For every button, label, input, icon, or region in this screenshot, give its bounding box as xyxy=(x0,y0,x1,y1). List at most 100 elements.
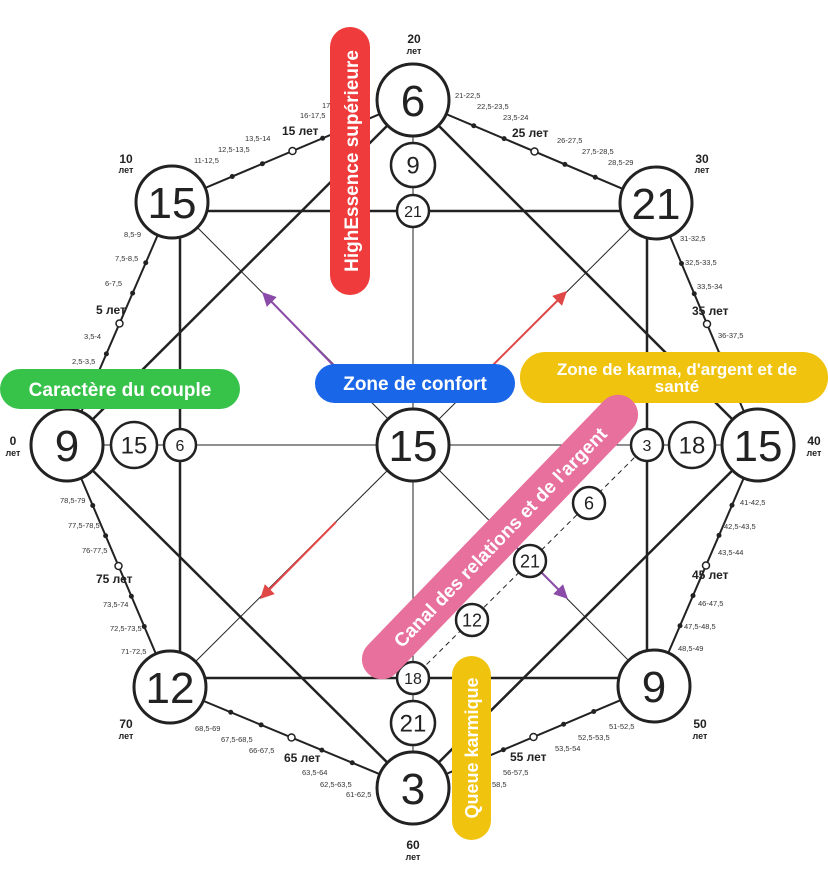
age-dot xyxy=(103,351,109,357)
age-range: 67,5-68,5 xyxy=(221,735,253,744)
number-value: 3 xyxy=(401,765,425,814)
age-30-unit: лет xyxy=(695,165,710,175)
number-value: 3 xyxy=(643,438,652,455)
number-circle-left-2: 15 xyxy=(109,420,159,470)
age-range: 46-47,5 xyxy=(698,599,723,608)
age-dot xyxy=(702,319,712,329)
age-dot xyxy=(561,721,567,727)
age-range: 21-22,5 xyxy=(455,91,480,100)
age-25-years: 25 лет xyxy=(512,126,549,140)
age-dot xyxy=(690,593,696,599)
number-value: 6 xyxy=(176,438,185,455)
age-range: 43,5-44 xyxy=(718,548,743,557)
age-65-years: 65 лет xyxy=(284,751,321,765)
age-range: 63,5-64 xyxy=(302,768,327,777)
number-circle-center: 15 xyxy=(375,407,451,483)
age-range: 28,5-29 xyxy=(608,158,633,167)
number-value: 21 xyxy=(404,204,422,221)
number-circle-bottom: 3 xyxy=(375,750,451,826)
higher-essence-text: HighEssence supérieure xyxy=(342,50,363,272)
age-range: 73,5-74 xyxy=(103,600,128,609)
age-range: 32,5-33,5 xyxy=(685,258,717,267)
age-range: 56-57,5 xyxy=(503,768,528,777)
age-range: 47,5-48,5 xyxy=(684,622,716,631)
number-value: 18 xyxy=(679,433,706,460)
age-range: 48,5-49 xyxy=(678,644,703,653)
number-value: 21 xyxy=(400,711,427,738)
comfort-zone-text: Zone de confort xyxy=(343,374,487,395)
karma-zone-text-2: santé xyxy=(655,377,699,396)
age-30: 30 xyxy=(695,152,709,166)
age-range: 16-17,5 xyxy=(300,111,325,120)
number-value: 15 xyxy=(389,422,438,471)
age-dot xyxy=(471,123,477,129)
age-60: 60 xyxy=(406,838,420,852)
age-5-years: 5 лет xyxy=(96,303,126,317)
age-range: 8,5-9 xyxy=(124,230,141,239)
number-circle-bottom-3: 18 xyxy=(395,660,431,696)
age-dot xyxy=(529,732,538,742)
age-range: 3,5-4 xyxy=(84,332,101,341)
age-range: 13,5-14 xyxy=(245,134,270,143)
purple-arrow-upleft xyxy=(262,291,336,368)
number-value: 9 xyxy=(406,153,419,180)
number-circle-channel-3: 12 xyxy=(454,602,490,638)
age-range: 76-77,5 xyxy=(82,546,107,555)
number-value: 21 xyxy=(520,551,540,571)
age-range: 52,5-53,5 xyxy=(578,733,610,742)
age-dot xyxy=(591,709,597,714)
age-dot xyxy=(530,147,539,156)
age-range: 2,5-3,5 xyxy=(72,357,95,366)
age-range: 41-42,5 xyxy=(740,498,765,507)
age-range: 23,5-24 xyxy=(503,113,528,122)
age-70-unit: лет xyxy=(119,731,134,741)
age-dot xyxy=(259,161,265,167)
age-dot xyxy=(90,503,96,508)
age-range: 58,5 xyxy=(492,780,507,789)
age-dot xyxy=(562,161,568,167)
age-range: 22,5-23,5 xyxy=(477,102,509,111)
age-range: 78,5-79 xyxy=(60,496,85,505)
age-range: 36-37,5 xyxy=(718,331,743,340)
age-range: 51-52,5 xyxy=(609,722,634,731)
age-dot xyxy=(115,319,124,328)
age-dot xyxy=(143,260,149,266)
age-range: 72,5-73,5 xyxy=(110,624,142,633)
age-dot xyxy=(130,290,136,296)
age-70: 70 xyxy=(119,717,133,731)
age-range: 6-7,5 xyxy=(105,279,122,288)
number-value: 6 xyxy=(584,493,594,513)
age-labels: 20 лет 30 лет 10 лет 0 лет 40 лет 70 лет… xyxy=(6,32,822,862)
age-dot xyxy=(229,174,235,179)
number-value: 15 xyxy=(734,422,783,471)
age-10-unit: лет xyxy=(119,165,134,175)
age-range: 33,5-34 xyxy=(697,282,722,291)
age-dot xyxy=(320,135,326,141)
label-couple-character: Caractère du couple xyxy=(0,369,240,409)
number-circle-left-3: 6 xyxy=(162,427,198,463)
age-range: 7,5-8,5 xyxy=(115,254,138,263)
number-circle-top-left: 15 xyxy=(134,164,210,240)
age-dot xyxy=(729,502,735,508)
age-range: 68,5-69 xyxy=(195,724,220,733)
age-dot xyxy=(288,146,297,156)
number-circle-left: 9 xyxy=(29,407,105,483)
number-circle-right: 15 xyxy=(720,407,796,483)
age-dot xyxy=(716,532,722,538)
label-karmic-tail: Queue karmique xyxy=(452,656,491,840)
number-circle-top-2: 9 xyxy=(389,141,437,189)
age-dot xyxy=(228,709,234,715)
age-40: 40 xyxy=(807,434,821,448)
number-value: 9 xyxy=(55,422,79,471)
age-range: 17 xyxy=(322,101,330,110)
age-dot xyxy=(701,561,711,570)
number-circle-top: 6 xyxy=(375,62,451,138)
age-range: 27,5-28,5 xyxy=(582,147,614,156)
couple-character-text: Caractère du couple xyxy=(29,380,212,401)
label-karma-zone: Zone de karma, d'argent et de santé xyxy=(520,352,828,403)
age-range: 77,5-78,5 xyxy=(68,521,100,530)
age-range: 53,5-54 xyxy=(555,744,580,753)
age-40-unit: лет xyxy=(807,448,822,458)
